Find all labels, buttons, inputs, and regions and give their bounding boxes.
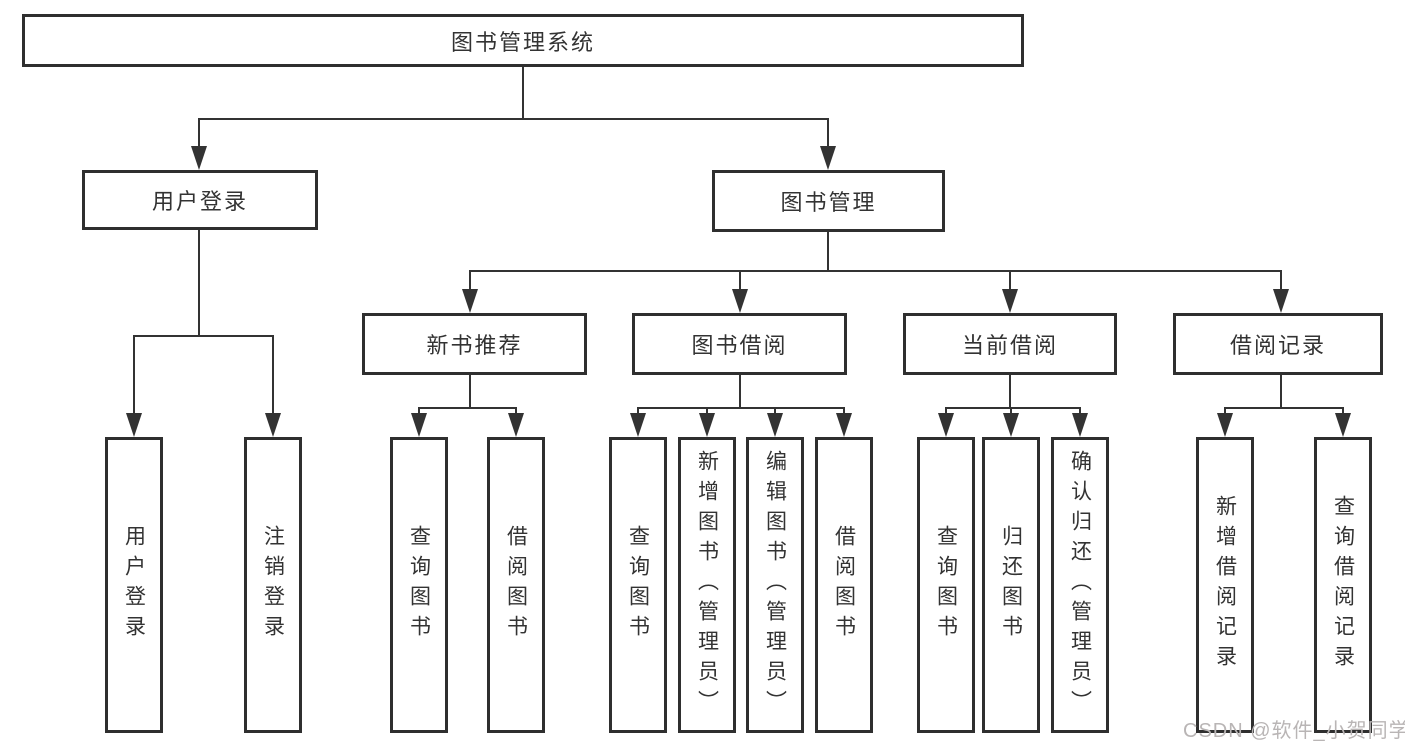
- arrow-down-icon: [462, 289, 478, 313]
- arrow-down-icon: [732, 289, 748, 313]
- leaf-add-borrow-record: 新增借阅记录: [1196, 437, 1254, 733]
- connector-borrowing-records-split: [1224, 407, 1344, 409]
- leaf-newbook-query-books-label: 查询图书: [407, 525, 431, 645]
- connector-drop-leaf-user-login: [133, 335, 135, 419]
- node-borrowing-records-label: 借阅记录: [1229, 333, 1326, 358]
- leaf-logout-label: 注销登录: [261, 525, 285, 645]
- connector-drop-borrowing-records: [1280, 270, 1282, 293]
- arrow-down-icon: [126, 413, 142, 437]
- connector-new-book-stem: [469, 375, 471, 409]
- connector-drop-book-management: [827, 118, 829, 152]
- node-borrowing-records: 借阅记录: [1173, 313, 1383, 375]
- connector-drop-new-book: [469, 270, 471, 293]
- connector-drop-user-login: [198, 118, 200, 152]
- leaf-borrowing-borrow-books-label: 借阅图书: [832, 525, 856, 645]
- leaf-user-login-label: 用户登录: [122, 525, 146, 645]
- arrow-down-icon: [836, 413, 852, 437]
- leaf-current-query-books-label: 查询图书: [934, 525, 958, 645]
- leaf-query-borrow-record-label: 查询借阅记录: [1331, 495, 1355, 675]
- connector-level2-split: [198, 118, 829, 120]
- node-user-login: 用户登录: [82, 170, 318, 230]
- leaf-edit-book-admin-label: 编辑图书（管理员）: [763, 450, 787, 720]
- arrow-down-icon: [411, 413, 427, 437]
- csdn-watermark: CSDN @软件_小贺同学: [1183, 720, 1405, 742]
- connector-drop-leaf-logout: [272, 335, 274, 419]
- arrow-down-icon: [767, 413, 783, 437]
- leaf-logout: 注销登录: [244, 437, 302, 733]
- leaf-query-borrow-record: 查询借阅记录: [1314, 437, 1372, 733]
- arrow-down-icon: [508, 413, 524, 437]
- node-root-system: 图书管理系统: [22, 14, 1024, 67]
- leaf-confirm-return-admin-label: 确认归还（管理员）: [1068, 450, 1092, 720]
- node-user-login-label: 用户登录: [151, 189, 248, 214]
- connector-current-borrowing-stem: [1009, 375, 1011, 409]
- node-book-management-label: 图书管理: [780, 190, 877, 215]
- leaf-edit-book-admin: 编辑图书（管理员）: [746, 437, 804, 733]
- node-current-borrowing: 当前借阅: [903, 313, 1117, 375]
- arrow-down-icon: [1217, 413, 1233, 437]
- node-book-borrowing: 图书借阅: [632, 313, 847, 375]
- connector-level3-split: [469, 270, 1282, 272]
- node-book-borrowing-label: 图书借阅: [691, 333, 788, 358]
- node-new-book-recommend: 新书推荐: [362, 313, 587, 375]
- node-new-book-recommend-label: 新书推荐: [426, 333, 523, 358]
- arrow-down-icon: [820, 146, 836, 170]
- connector-user-login-split: [133, 335, 274, 337]
- arrow-down-icon: [1335, 413, 1351, 437]
- arrow-down-icon: [1273, 289, 1289, 313]
- connector-new-book-split: [418, 407, 517, 409]
- node-book-management: 图书管理: [712, 170, 945, 232]
- arrow-down-icon: [699, 413, 715, 437]
- connector-book-borrowing-split: [637, 407, 845, 409]
- connector-user-login-stem: [198, 230, 200, 337]
- connector-borrowing-records-stem: [1280, 375, 1282, 409]
- arrow-down-icon: [630, 413, 646, 437]
- leaf-newbook-borrow-books: 借阅图书: [487, 437, 545, 733]
- arrow-down-icon: [938, 413, 954, 437]
- leaf-return-books: 归还图书: [982, 437, 1040, 733]
- arrow-down-icon: [265, 413, 281, 437]
- leaf-confirm-return-admin: 确认归还（管理员）: [1051, 437, 1109, 733]
- node-root-label: 图书管理系统: [450, 29, 595, 55]
- connector-root-stem: [522, 67, 524, 120]
- node-current-borrowing-label: 当前借阅: [961, 333, 1058, 358]
- arrow-down-icon: [191, 146, 207, 170]
- leaf-borrowing-query-books-label: 查询图书: [626, 525, 650, 645]
- leaf-return-books-label: 归还图书: [999, 525, 1023, 645]
- leaf-borrowing-borrow-books: 借阅图书: [815, 437, 873, 733]
- leaf-newbook-query-books: 查询图书: [390, 437, 448, 733]
- connector-drop-book-borrowing: [739, 270, 741, 293]
- leaf-borrowing-query-books: 查询图书: [609, 437, 667, 733]
- connector-drop-current-borrowing: [1009, 270, 1011, 293]
- connector-book-borrowing-stem: [739, 375, 741, 409]
- leaf-add-borrow-record-label: 新增借阅记录: [1213, 495, 1237, 675]
- connector-book-management-stem: [827, 232, 829, 272]
- leaf-newbook-borrow-books-label: 借阅图书: [504, 525, 528, 645]
- leaf-current-query-books: 查询图书: [917, 437, 975, 733]
- leaf-user-login: 用户登录: [105, 437, 163, 733]
- leaf-add-book-admin-label: 新增图书（管理员）: [695, 450, 719, 720]
- arrow-down-icon: [1002, 289, 1018, 313]
- connector-current-borrowing-split: [945, 407, 1081, 409]
- leaf-add-book-admin: 新增图书（管理员）: [678, 437, 736, 733]
- arrow-down-icon: [1072, 413, 1088, 437]
- arrow-down-icon: [1003, 413, 1019, 437]
